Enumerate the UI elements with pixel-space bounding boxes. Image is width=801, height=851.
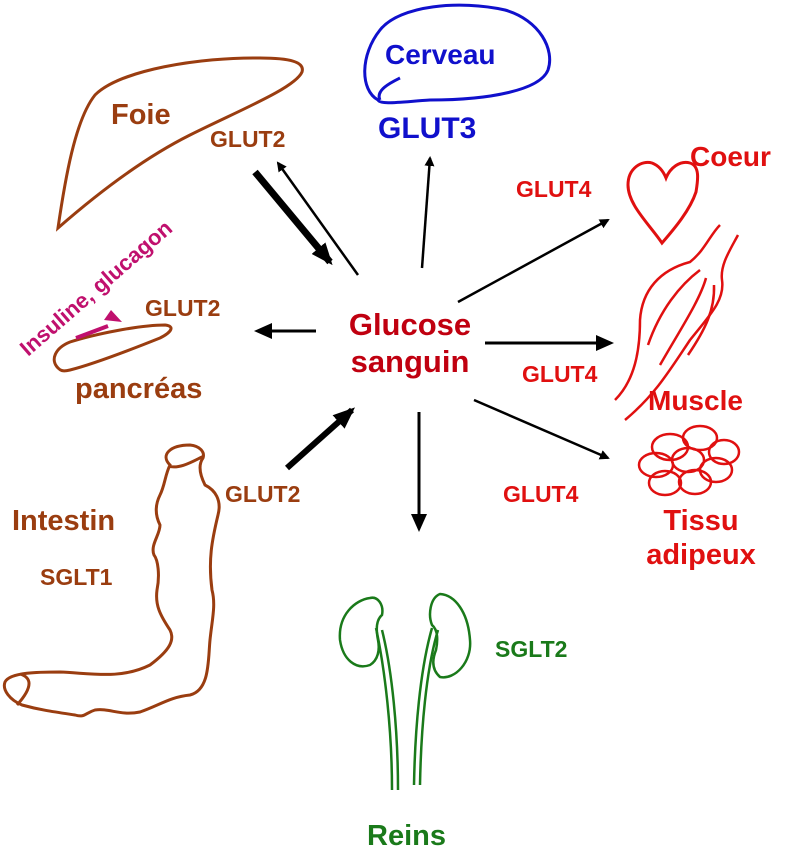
adipose-label-line2: adipeux xyxy=(646,539,756,571)
pancreas-transporter: GLUT2 xyxy=(145,295,220,321)
kidney-label: Reins xyxy=(367,820,446,851)
adipose-label-line1: Tissu xyxy=(663,505,738,537)
intestine-icon xyxy=(2,443,221,718)
brain-transporter: GLUT3 xyxy=(378,112,476,145)
arrow-intestine-to-blood xyxy=(285,407,355,471)
heart-icon xyxy=(626,160,700,246)
liver-label: Foie xyxy=(111,99,171,131)
hormones-label: Insuline, glucagon xyxy=(15,215,177,361)
brain-label: Cerveau xyxy=(385,39,496,70)
brain-icon xyxy=(363,3,552,105)
adipose-transporter: GLUT4 xyxy=(503,481,579,507)
arrow-blood-to-adipose xyxy=(473,398,610,460)
arrow-blood-to-heart xyxy=(457,218,610,304)
hormone-arrowhead xyxy=(104,310,122,322)
muscle-label: Muscle xyxy=(648,385,743,416)
pancreas-label: pancréas xyxy=(75,373,202,405)
arrow-blood-to-brain xyxy=(420,156,435,269)
kidney-transporter: SGLT2 xyxy=(495,636,567,662)
intestine-label: Intestin xyxy=(12,505,115,537)
kidney-icon xyxy=(338,592,472,791)
pancreas-icon xyxy=(52,323,173,373)
intestine-transporter-glut2: GLUT2 xyxy=(225,481,300,507)
hormone-arrow xyxy=(75,324,109,340)
heart-transporter: GLUT4 xyxy=(516,176,592,202)
center-label-line2: sanguin xyxy=(351,344,470,379)
muscle-icon xyxy=(614,224,740,421)
intestine-transporter-sglt1: SGLT1 xyxy=(40,564,113,590)
liver-icon xyxy=(55,56,304,232)
adipose-icon xyxy=(637,424,741,497)
muscle-transporter: GLUT4 xyxy=(522,361,598,387)
arrow-blood-to-liver xyxy=(276,161,360,276)
center-label-line1: Glucose xyxy=(349,307,471,342)
liver-transporter: GLUT2 xyxy=(210,126,285,152)
heart-label: Coeur xyxy=(690,141,771,172)
arrow-liver-to-blood xyxy=(252,169,333,266)
